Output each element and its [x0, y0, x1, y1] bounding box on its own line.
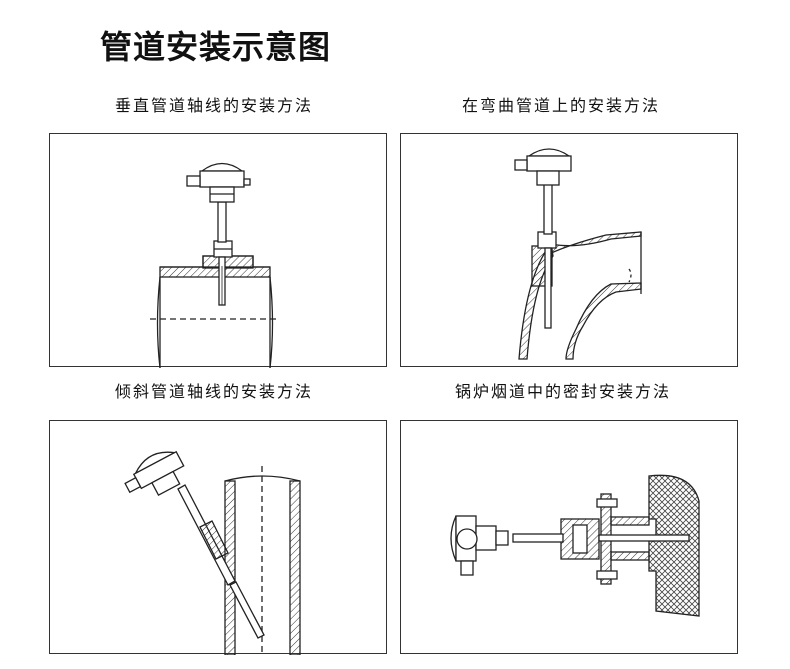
junction-head	[186, 162, 251, 203]
caption-curved: 在弯曲管道上的安装方法	[462, 96, 661, 115]
flue-wall	[648, 474, 700, 617]
curved-install-diagram	[514, 148, 642, 360]
pipe-section	[150, 255, 280, 368]
caption-inclined: 倾斜管道轴线的安装方法	[115, 382, 314, 401]
inclined-sensor	[124, 450, 265, 639]
panel-vertical-install	[49, 133, 387, 368]
mounting-boss	[202, 240, 254, 269]
flue-install-diagram	[450, 474, 700, 617]
caption-flue: 锅炉烟道中的密封安装方法	[455, 382, 672, 401]
mounting-boss	[531, 231, 557, 287]
caption-vertical: 垂直管道轴线的安装方法	[115, 96, 314, 115]
junction-head	[450, 515, 509, 576]
junction-head	[514, 148, 572, 186]
sensor-stem	[512, 533, 690, 543]
panel-curved-install	[400, 133, 738, 367]
panel-flue-install	[400, 420, 738, 654]
sensor-stem	[217, 201, 227, 306]
inclined-install-diagram	[124, 450, 301, 655]
vertical-pipe	[224, 466, 301, 655]
page-title: 管道安装示意图	[100, 28, 332, 66]
sensor-stem	[543, 183, 553, 329]
panel-inclined-install	[49, 420, 387, 655]
vertical-install-diagram	[150, 162, 280, 368]
